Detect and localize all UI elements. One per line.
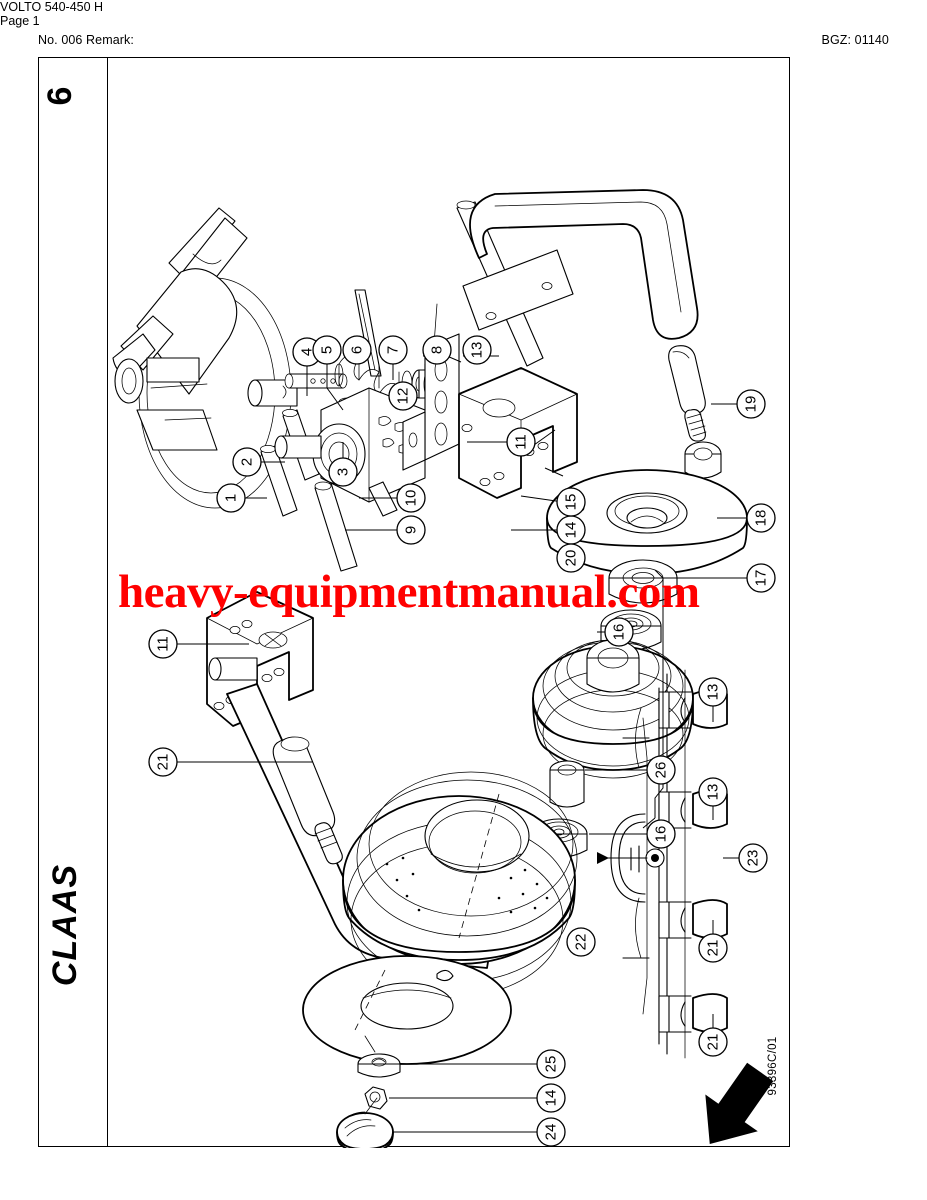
detail-wheel-bottom xyxy=(658,993,728,1033)
callout-21-detail-bottom[interactable]: 21 xyxy=(698,1027,728,1057)
callout-14-lower[interactable]: 14 xyxy=(536,1083,566,1113)
page-number-large: 6 xyxy=(40,86,79,106)
svg-text:16: 16 xyxy=(611,624,628,641)
side-plate xyxy=(402,333,460,471)
svg-text:9: 9 xyxy=(403,526,420,534)
svg-text:8: 8 xyxy=(429,346,446,354)
callout-11-lower[interactable]: 11 xyxy=(148,629,178,659)
bracket-23-tick xyxy=(654,569,664,579)
callout-10[interactable]: 10 xyxy=(396,483,426,513)
callout-21-detail-third[interactable]: 21 xyxy=(698,933,728,963)
callout-19[interactable]: 19 xyxy=(736,389,766,419)
callout-25[interactable]: 25 xyxy=(536,1049,566,1079)
callout-11[interactable]: 11 xyxy=(506,427,536,457)
svg-text:6: 6 xyxy=(349,346,366,354)
callout-2[interactable]: 2 xyxy=(232,447,262,477)
svg-text:10: 10 xyxy=(403,490,420,507)
svg-text:21: 21 xyxy=(705,940,722,957)
tine-arm-assembly xyxy=(112,207,298,509)
callout-5[interactable]: 5 xyxy=(312,335,342,365)
svg-text:25: 25 xyxy=(543,1056,560,1073)
bearing-17 xyxy=(608,559,678,604)
svg-text:22: 22 xyxy=(573,934,590,951)
callout-21[interactable]: 21 xyxy=(148,747,178,777)
direction-arrow xyxy=(705,1062,774,1145)
svg-text:14: 14 xyxy=(543,1090,560,1107)
callout-24[interactable]: 24 xyxy=(536,1117,566,1147)
svg-text:16: 16 xyxy=(653,826,670,843)
svg-text:2: 2 xyxy=(239,458,256,466)
svg-text:18: 18 xyxy=(753,510,770,527)
claas-logo: CLAAS xyxy=(45,863,84,987)
callout-14[interactable]: 14 xyxy=(556,515,586,545)
svg-text:4: 4 xyxy=(299,348,316,356)
svg-text:20: 20 xyxy=(563,550,580,567)
callout-3[interactable]: 3 xyxy=(328,457,358,487)
callout-16[interactable]: 16 xyxy=(604,617,634,647)
callout-13[interactable]: 13 xyxy=(462,335,492,365)
svg-text:21: 21 xyxy=(155,754,172,771)
callout-9[interactable]: 9 xyxy=(396,515,426,545)
callout-15[interactable]: 15 xyxy=(556,487,586,517)
callout-8[interactable]: 8 xyxy=(422,335,452,365)
svg-text:15: 15 xyxy=(563,494,580,511)
footer-model: VOLTO 540-450 H xyxy=(0,0,104,14)
callout-13-detail-second[interactable]: 13 xyxy=(698,777,728,807)
bracket-23-line xyxy=(654,578,664,818)
callout-bubbles: 1 2 3 4 5 xyxy=(148,335,776,1147)
spacer-26 xyxy=(549,760,585,808)
callout-12[interactable]: 12 xyxy=(388,381,418,411)
detail-wheel-third xyxy=(658,899,728,939)
svg-text:1: 1 xyxy=(223,494,240,502)
svg-text:12: 12 xyxy=(395,388,412,405)
callout-16-lower[interactable]: 16 xyxy=(646,819,676,849)
wheel-hub-disc xyxy=(546,469,748,575)
wheel-rim xyxy=(532,639,694,779)
footer-page: Page 1 xyxy=(0,14,40,28)
callout-1[interactable]: 1 xyxy=(216,483,246,513)
bracket-23-tick2 xyxy=(642,817,656,829)
callout-22[interactable]: 22 xyxy=(566,927,596,957)
svg-text:26: 26 xyxy=(653,762,670,779)
callout-13-detail-top[interactable]: 13 xyxy=(698,677,728,707)
callout-17[interactable]: 17 xyxy=(746,563,776,593)
svg-text:13: 13 xyxy=(469,342,486,359)
callout-6[interactable]: 6 xyxy=(342,335,372,365)
svg-text:21: 21 xyxy=(705,1034,722,1051)
svg-text:17: 17 xyxy=(753,570,770,587)
callout-7[interactable]: 7 xyxy=(378,335,408,365)
inner-tube xyxy=(302,955,512,1065)
exploded-diagram: .ln{fill:none;stroke:#000;stroke-width:1… xyxy=(107,58,791,1148)
valve-parts xyxy=(336,1035,401,1148)
svg-text:13: 13 xyxy=(705,784,722,801)
header-right-text: BGZ: 01140 xyxy=(821,33,889,47)
tire xyxy=(342,771,578,997)
svg-text:11: 11 xyxy=(513,434,530,450)
frame-divider xyxy=(107,58,108,1146)
svg-text:24: 24 xyxy=(543,1124,560,1141)
svg-text:13: 13 xyxy=(705,684,722,701)
svg-text:23: 23 xyxy=(745,850,762,867)
callout-23[interactable]: 23 xyxy=(738,843,768,873)
diagram-svg: .ln{fill:none;stroke:#000;stroke-width:1… xyxy=(112,189,776,1148)
wheel-fork-arm xyxy=(456,189,722,479)
svg-text:5: 5 xyxy=(319,346,336,354)
diagram-frame: 6 CLAAS 93396C/01 .ln{fill:none;stroke:#… xyxy=(38,57,791,1148)
header-left-text: No. 006 Remark: xyxy=(38,33,134,47)
callout-26[interactable]: 26 xyxy=(646,755,676,785)
svg-text:11: 11 xyxy=(155,636,172,652)
callout-20[interactable]: 20 xyxy=(556,543,586,573)
svg-text:3: 3 xyxy=(335,468,352,476)
svg-text:14: 14 xyxy=(563,522,580,539)
callout-18[interactable]: 18 xyxy=(746,503,776,533)
svg-text:7: 7 xyxy=(385,346,402,354)
svg-text:19: 19 xyxy=(743,396,760,413)
